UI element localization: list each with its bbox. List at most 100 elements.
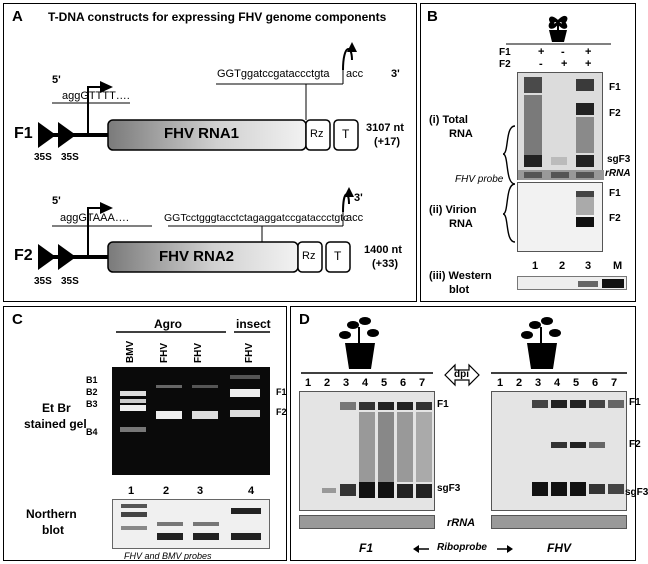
- ribozyme-box: [297, 241, 323, 273]
- transcription-start-arrow: [100, 202, 113, 214]
- lane-number: 2: [516, 377, 523, 389]
- rz-label: Rz: [310, 128, 324, 140]
- band-label: F2: [629, 439, 641, 450]
- marker-label: B1: [86, 375, 98, 385]
- northern-label-1: Northern: [26, 507, 77, 521]
- f2-35s-label-1: 35S: [34, 276, 52, 287]
- f1-extra: (+17): [374, 136, 400, 148]
- panel-d: D dpi 1 2 3 4 5 6 7 1 2 3 4 5 6 7: [290, 306, 648, 561]
- fhv-rrna-strip: [491, 515, 627, 529]
- probe-caption: FHV and BMV probes: [124, 551, 212, 561]
- f1-three-prime: 3': [391, 68, 400, 80]
- probe-brace: [502, 125, 516, 243]
- marker-label: B2: [86, 387, 98, 397]
- f1-construct-label: F1: [14, 125, 33, 142]
- lane-name: FHV: [244, 343, 255, 363]
- f2-five-prime: 5': [52, 195, 61, 207]
- lane-name: BMV: [125, 340, 136, 363]
- western-blot: [517, 276, 627, 290]
- panel-a-title: T-DNA constructs for expressing FHV geno…: [48, 10, 387, 24]
- panel-d-label: D: [299, 311, 310, 328]
- lane-number: 1: [497, 377, 504, 389]
- f1-sign-2: -: [561, 46, 565, 58]
- lane-number: 3: [343, 377, 350, 389]
- riboprobe-caption: Riboprobe: [437, 542, 487, 553]
- f1-sign-1: +: [538, 46, 545, 58]
- rrna-label: rRNA: [605, 168, 631, 179]
- fhv-probe-label: FHV probe: [455, 174, 504, 185]
- t-label: T: [342, 127, 350, 141]
- band-label: sgF3: [437, 483, 461, 494]
- virion-rna-blot: [517, 182, 603, 252]
- f1-five-prime: 5': [52, 74, 61, 86]
- construct-diagram: [38, 42, 359, 273]
- panel-b: B F1 F2 + - + - + + (i) Total RNA FHV pr…: [420, 3, 636, 302]
- band-label: sgF3: [625, 487, 648, 498]
- ribozyme-box: [305, 119, 331, 151]
- western-label-2: blot: [449, 284, 470, 296]
- f1-riboprobe-blot: [299, 391, 435, 511]
- total-rna-label-2: RNA: [449, 128, 473, 140]
- promoter-35s-arrow: [38, 244, 56, 270]
- total-rna-label-1: (i) Total: [429, 114, 468, 126]
- f1-length: 3107 nt: [366, 122, 404, 134]
- promoter-35s-arrow: [58, 122, 76, 148]
- northern-label-2: blot: [42, 523, 64, 537]
- f2-end-seq: GGTcctgggtacctctagaggatccgataccctgtc: [164, 212, 349, 224]
- transcription-start-arrow: [100, 81, 113, 93]
- panel-c: C Agro insect BMV FHV FHV FHV Et Br stai…: [3, 306, 287, 561]
- f1-row-label: F1: [499, 47, 511, 58]
- lane-name: FHV: [159, 343, 170, 363]
- band-label: F1: [437, 399, 449, 410]
- virion-rna-label-2: RNA: [449, 218, 473, 230]
- band-label: F1: [609, 82, 621, 93]
- lane-number: 1: [532, 260, 539, 272]
- lane-number: 6: [400, 377, 407, 389]
- lane-number: 7: [419, 377, 426, 389]
- promoter-35s-arrow: [58, 244, 76, 270]
- plant-pot-icon: [506, 15, 611, 45]
- lane-number: 1: [128, 485, 135, 497]
- band-label: F1: [629, 397, 641, 408]
- etbr-gel: [112, 367, 270, 475]
- f1-start-seq: aggGTTTT….: [62, 90, 130, 102]
- marker-label: F2: [276, 407, 287, 417]
- lane-number: 5: [381, 377, 388, 389]
- f2-35s-label-2: 35S: [61, 276, 79, 287]
- f2-sign-2: +: [561, 58, 568, 70]
- lane-number: 4: [362, 377, 369, 389]
- band-label: F2: [609, 213, 621, 224]
- dpi-double-arrow: [444, 363, 480, 387]
- panel-c-label: C: [12, 311, 23, 328]
- lane-number: 3: [535, 377, 542, 389]
- lane-number: 3: [585, 260, 592, 272]
- f2-end-tail: acc: [346, 212, 364, 224]
- band-label: F1: [609, 188, 621, 199]
- group-brackets: [116, 331, 270, 333]
- rz-label: Rz: [302, 250, 316, 262]
- group-agro: Agro: [154, 317, 182, 331]
- terminator-box: [333, 119, 359, 151]
- marker-label: B4: [86, 427, 98, 437]
- plant-pot-icon: [301, 317, 627, 553]
- f2-sign-1: -: [539, 58, 543, 70]
- fhv-rna1-label: FHV RNA1: [164, 125, 240, 142]
- gel-label-2: stained gel: [24, 417, 87, 431]
- lane-number: 1: [305, 377, 312, 389]
- f1-caption: F1: [359, 541, 374, 555]
- f1-35s-label-2: 35S: [61, 152, 79, 163]
- lane-number: 2: [163, 485, 170, 497]
- terminator-box: [325, 241, 351, 273]
- dpi-label: dpi: [454, 369, 469, 380]
- lane-number: 2: [559, 260, 566, 272]
- f2-length: 1400 nt: [364, 244, 402, 256]
- lane-number: 4: [554, 377, 561, 389]
- promoter-35s-arrow: [38, 122, 56, 148]
- lane-number: 6: [592, 377, 599, 389]
- f1-rrna-strip: [299, 515, 435, 529]
- lane-number: 4: [248, 485, 255, 497]
- fhv-riboprobe-blot: [491, 391, 627, 511]
- fhv-caption: FHV: [547, 541, 571, 555]
- f1-sign-3: +: [585, 46, 592, 58]
- t-label: T: [334, 249, 342, 263]
